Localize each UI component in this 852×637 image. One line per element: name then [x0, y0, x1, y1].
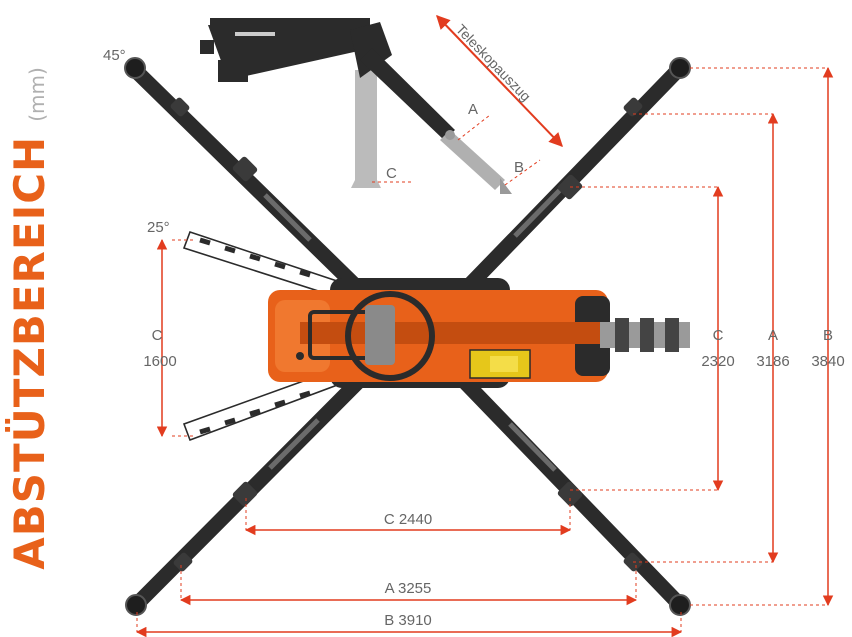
right-b-letter: B	[823, 327, 833, 344]
telescope-label: Teleskopauszug	[453, 21, 534, 104]
angle-45-label: 45°	[103, 47, 126, 64]
inset-c-label: C	[386, 165, 397, 182]
inset-b-label: B	[514, 159, 524, 176]
inset-a-label: A	[468, 101, 478, 118]
bottom-b-label: B 3910	[384, 612, 432, 629]
left-c-letter: C	[152, 327, 163, 344]
telescope-inset	[200, 18, 512, 194]
dimension-lines	[135, 66, 834, 637]
right-c-letter: C	[713, 327, 724, 344]
left-ghost-outriggers	[182, 230, 342, 442]
right-a-letter: A	[768, 327, 778, 344]
telescope-arrow	[436, 14, 563, 148]
bottom-a-label: A 3255	[385, 580, 432, 597]
right-c-value: 2320	[701, 353, 734, 370]
angle-25-label: 25°	[147, 219, 170, 236]
right-a-value: 3186	[756, 353, 789, 370]
outrigger-legs	[124, 57, 691, 616]
foot-pads	[124, 57, 691, 616]
right-b-value: 3840	[811, 353, 844, 370]
machine-body	[268, 278, 690, 388]
left-c-value: 1600	[143, 353, 176, 370]
bottom-c-label: C 2440	[384, 511, 432, 528]
